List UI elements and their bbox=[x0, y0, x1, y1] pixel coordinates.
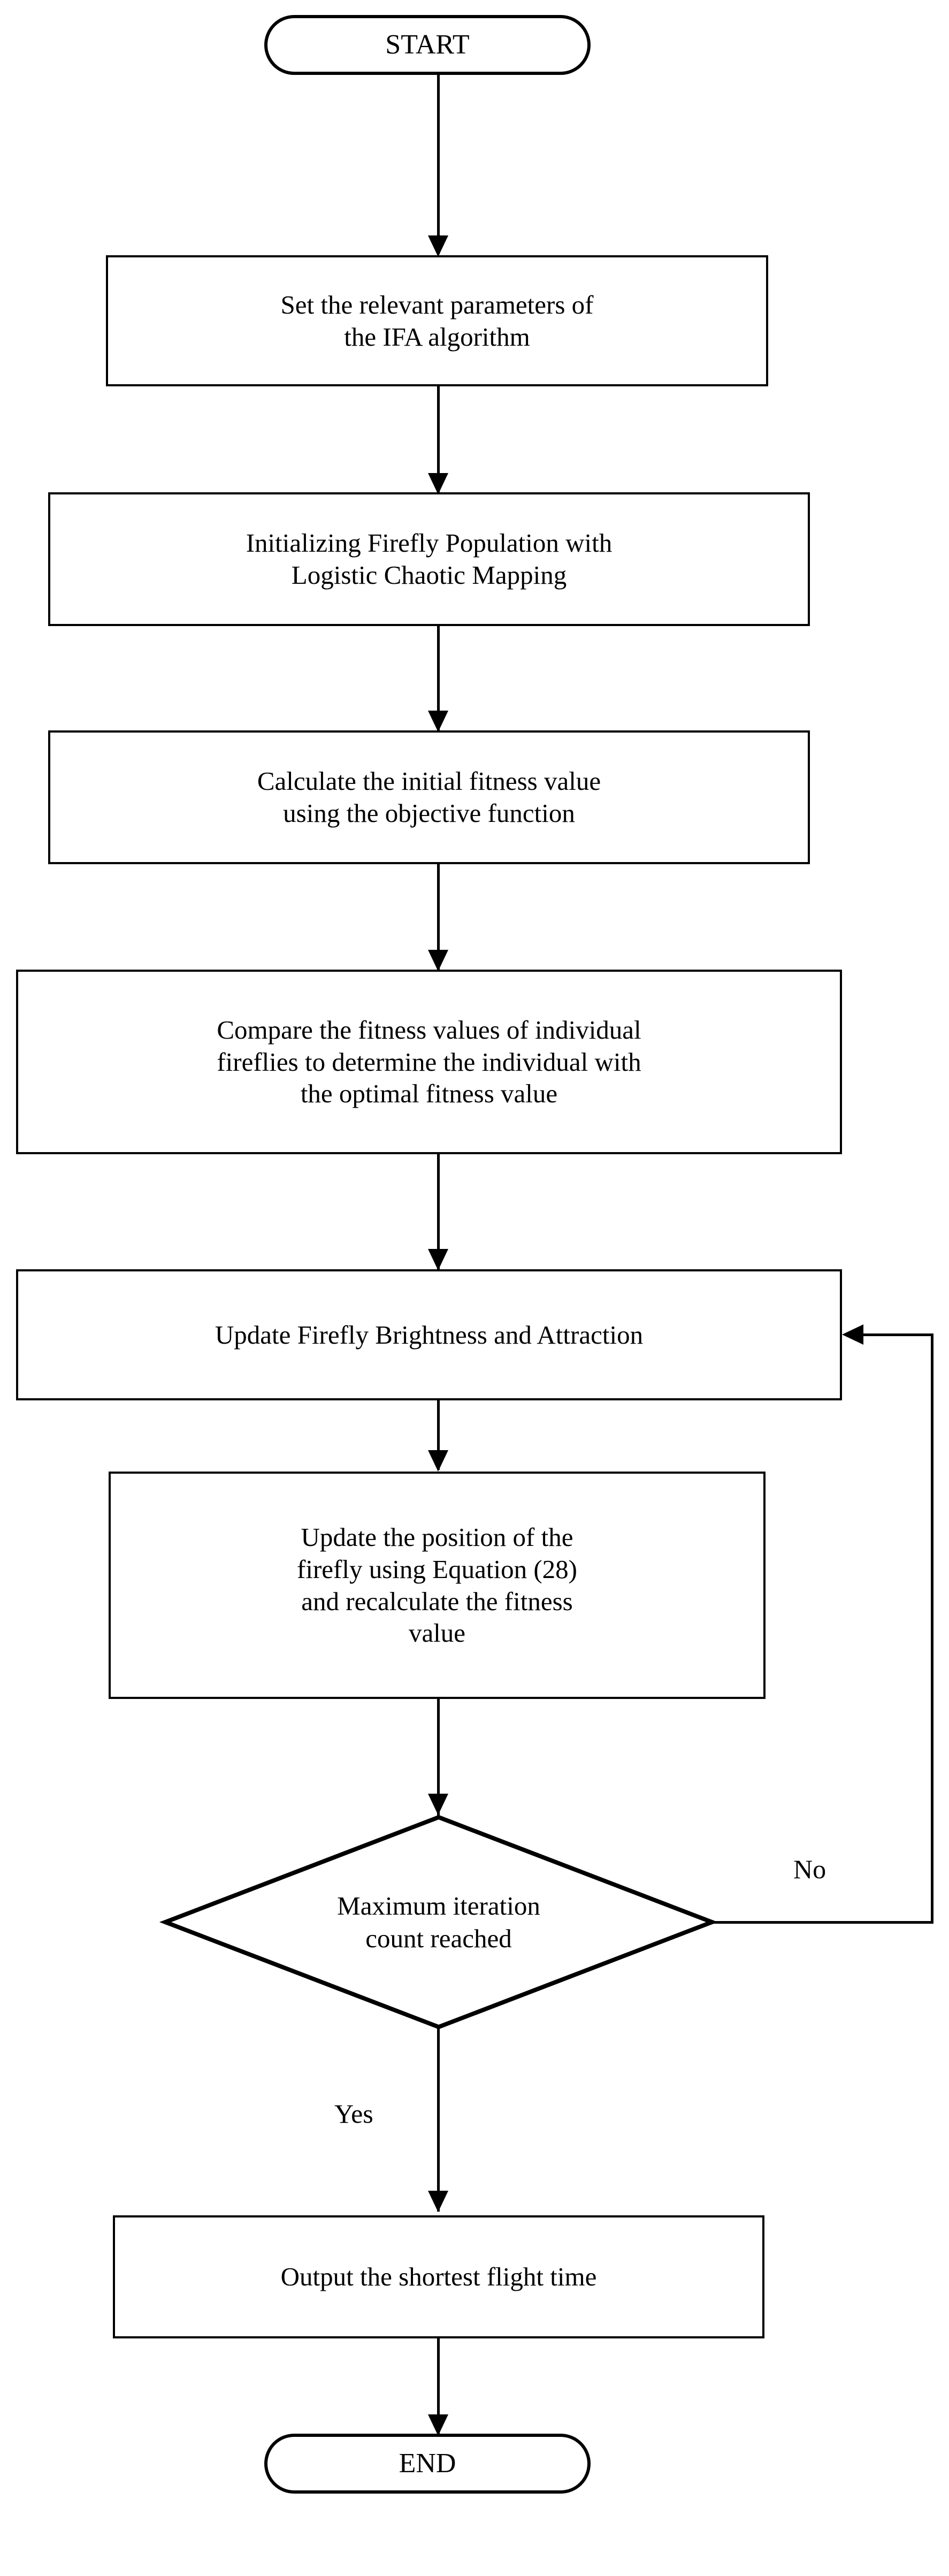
node-output-flight-time[interactable]: Output the shortest flight time bbox=[113, 2215, 764, 2338]
node-start[interactable]: START bbox=[264, 15, 591, 75]
node-initialize-population-label: Initializing Firefly Population with Log… bbox=[246, 528, 613, 590]
connector-setparams-to-init bbox=[437, 386, 440, 493]
node-set-parameters[interactable]: Set the relevant parameters of the IFA a… bbox=[106, 255, 768, 386]
arrowhead-compare bbox=[428, 950, 448, 971]
node-max-iteration[interactable]: Maximum iteration count reached bbox=[159, 1815, 718, 2030]
node-update-position[interactable]: Update the position of the firefly using… bbox=[109, 1472, 766, 1699]
connector-no-return-horizontal bbox=[863, 1333, 933, 1336]
diamond-shape bbox=[159, 1815, 718, 2030]
connector-yes-vertical bbox=[437, 2027, 440, 2212]
connector-calc-to-compare bbox=[437, 864, 440, 971]
node-end[interactable]: END bbox=[264, 2434, 591, 2494]
edge-label-yes: Yes bbox=[334, 2099, 373, 2129]
connector-compare-to-brightness bbox=[437, 1154, 440, 1269]
node-update-brightness[interactable]: Update Firefly Brightness and Attraction bbox=[16, 1269, 842, 1400]
arrowhead-end bbox=[428, 2414, 448, 2436]
arrowhead-no-return bbox=[842, 1324, 863, 1345]
node-compare-fitness-label: Compare the fitness values of individual… bbox=[217, 1015, 641, 1109]
connector-start-to-setparams bbox=[437, 75, 440, 254]
node-calculate-fitness[interactable]: Calculate the initial fitness value usin… bbox=[48, 730, 810, 864]
node-start-label: START bbox=[385, 29, 470, 60]
arrowhead-brightness bbox=[428, 1249, 448, 1270]
arrowhead-setparams bbox=[428, 235, 448, 257]
connector-no-horizontal bbox=[713, 1921, 933, 1924]
node-calculate-fitness-label: Calculate the initial fitness value usin… bbox=[257, 766, 601, 828]
arrowhead-output bbox=[428, 2191, 448, 2212]
node-initialize-population[interactable]: Initializing Firefly Population with Log… bbox=[48, 492, 810, 626]
node-end-label: END bbox=[399, 2448, 456, 2479]
node-compare-fitness[interactable]: Compare the fitness values of individual… bbox=[16, 970, 842, 1154]
connector-no-vertical bbox=[931, 1333, 933, 1922]
node-update-position-label: Update the position of the firefly using… bbox=[297, 1522, 577, 1648]
connector-position-to-decision bbox=[437, 1699, 440, 1819]
connector-brightness-to-position bbox=[437, 1400, 440, 1470]
arrowhead-position bbox=[428, 1450, 448, 1472]
arrowhead-calc bbox=[428, 711, 448, 732]
node-set-parameters-label: Set the relevant parameters of the IFA a… bbox=[280, 289, 594, 352]
node-update-brightness-label: Update Firefly Brightness and Attraction bbox=[215, 1320, 644, 1350]
node-output-flight-time-label: Output the shortest flight time bbox=[280, 2262, 597, 2292]
arrowhead-init bbox=[428, 473, 448, 494]
edge-label-no: No bbox=[793, 1854, 826, 1884]
connector-output-to-end bbox=[437, 2338, 440, 2435]
connector-init-to-calc bbox=[437, 626, 440, 730]
arrowhead-decision bbox=[428, 1794, 448, 1815]
